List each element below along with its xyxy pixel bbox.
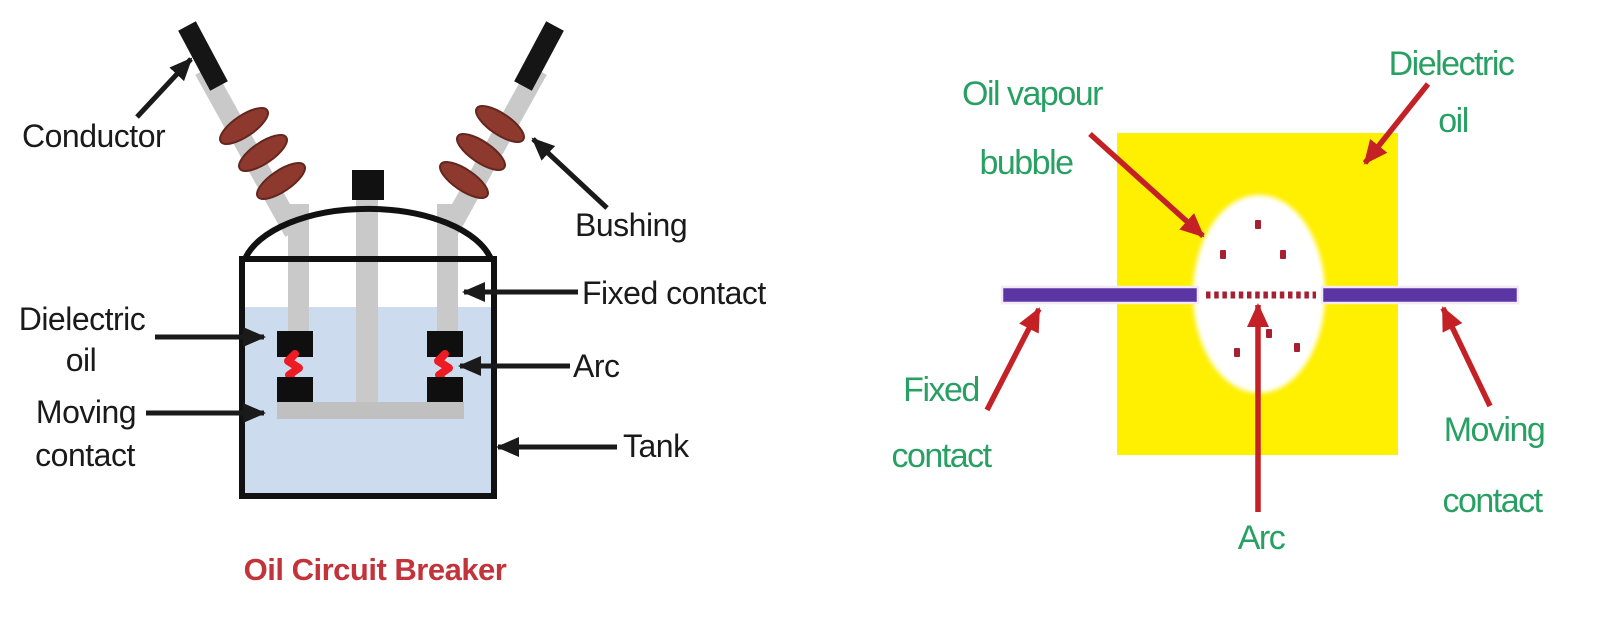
left-bushing [178, 21, 306, 237]
bushing-disc [439, 161, 489, 199]
dielectric-oil-label-line2: oil [66, 342, 97, 378]
tank-dome [242, 205, 494, 261]
arc-label: Arc [573, 348, 620, 384]
bushing-disc [456, 133, 506, 171]
arc-in-oil-diagram: Oil vapour bubble Dielectric oil Fixed c… [891, 45, 1545, 557]
tank-label: Tank [623, 428, 690, 464]
vapour-dot [1220, 250, 1226, 259]
moving-contact-label-line1: Moving [1444, 411, 1545, 449]
left-fixed-contact-rod [288, 204, 309, 334]
oil-circuit-breaker-diagram: Conductor Bushing Fixed contact Dielectr… [19, 21, 767, 587]
conductor-arrow [135, 57, 193, 119]
right-fixed-contact-rod [437, 204, 458, 334]
vapour-dot [1255, 220, 1261, 229]
vapour-dot [1266, 329, 1272, 338]
bushing-disc [475, 105, 525, 143]
oil-vapour-bubble-arrow [1088, 131, 1205, 239]
fixed-contact-arrow [984, 307, 1042, 412]
dielectric-oil-label-line1: Dielectric [19, 301, 146, 337]
arc-label: Arc [1238, 519, 1286, 557]
center-operating-rod [356, 198, 378, 404]
dielectric-oil-arrow [1362, 82, 1431, 165]
moving-contact-arrow [1440, 306, 1493, 408]
conductor-tip [178, 21, 228, 91]
oil-vapour-label-line1: Oil vapour [962, 75, 1103, 113]
vapour-dot [1280, 250, 1286, 259]
vapour-dot [1234, 348, 1240, 357]
moving-contact-bar [1320, 285, 1520, 305]
bushing-disc [256, 162, 306, 200]
fixed-contact-label-line1: Fixed [903, 371, 979, 409]
moving-contact-label-line2: contact [35, 437, 135, 473]
dome-cap [352, 170, 384, 200]
right-moving-contact-block [427, 377, 463, 404]
fixed-contact-bar [1000, 285, 1200, 305]
fixed-contact-label-line2: contact [891, 437, 992, 475]
vapour-dot [1294, 343, 1300, 352]
moving-contact-crossbar [277, 402, 464, 419]
diagram-title: Oil Circuit Breaker [244, 552, 507, 587]
dielectric-oil-label-line2: oil [1438, 102, 1468, 140]
moving-contact-label-line2: contact [1442, 482, 1543, 520]
bushing-arrow [531, 137, 609, 210]
conductor-label: Conductor [22, 118, 166, 154]
moving-contact-label-line1: Moving [36, 394, 136, 430]
bushing-disc [238, 134, 288, 172]
conductor-tip [514, 21, 564, 91]
fixed-contact-label: Fixed contact [582, 275, 766, 311]
tank-outline [239, 256, 497, 499]
bushing-label: Bushing [575, 207, 687, 243]
left-moving-contact-block [277, 377, 313, 404]
bushing-disc [219, 107, 269, 145]
right-bushing [439, 21, 564, 237]
dielectric-oil-label-line1: Dielectric [1389, 45, 1515, 83]
oil-vapour-label-line2: bubble [979, 144, 1073, 182]
